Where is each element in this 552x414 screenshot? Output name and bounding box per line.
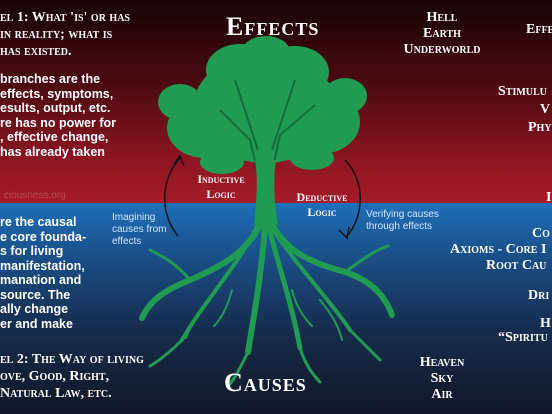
right-bottom-item-2: Axioms - Core I xyxy=(450,242,547,257)
right-bottom-item-5: H xyxy=(540,316,551,331)
effects-heading: Effects xyxy=(226,12,320,41)
hell-earth-underworld-list: Hell Earth Underworld xyxy=(403,10,481,57)
level-2-line-2: ove, Good, Right, xyxy=(0,369,110,384)
right-bottom-item-3: Root Cau xyxy=(486,258,547,273)
level-1-line-3: has existed. xyxy=(0,44,72,59)
deductive-arrow xyxy=(344,159,361,237)
deductive-logic-label: Deductive Logic xyxy=(296,190,348,219)
right-bottom-item-1: Co xyxy=(532,226,550,241)
right-top-item-2: Stimulu xyxy=(498,84,547,99)
right-top-item-4: Phy xyxy=(528,120,552,135)
inductive-logic-label: Inductive Logic xyxy=(197,172,245,201)
right-bottom-item-4: Dri xyxy=(528,288,550,303)
tree-trunk xyxy=(254,160,278,225)
watermark: ciousness.org xyxy=(4,190,66,201)
verifying-causes-note: Verifying causes through effects xyxy=(366,209,439,232)
tree-roots xyxy=(139,217,395,386)
causes-heading: Causes xyxy=(224,368,307,397)
level-2-line-3: Natural Law, etc. xyxy=(0,386,112,401)
heaven-sky-air-list: Heaven Sky Air xyxy=(419,355,465,402)
inductive-arrow xyxy=(164,157,181,237)
level-2-label: el 2: The Way of living xyxy=(0,352,144,367)
causes-band xyxy=(0,203,552,414)
imagining-causes-note: Imagining causes from effects xyxy=(112,212,167,247)
right-bottom-item-6: “Spiritu xyxy=(498,330,548,345)
right-top-item-1: Effe xyxy=(526,22,552,37)
causes-description: re the causal e core founda- s for livin… xyxy=(0,215,87,331)
tree-canopy xyxy=(158,36,367,174)
right-top-item-3: V xyxy=(540,102,551,117)
level-1-label: el 1: What 'is' or has xyxy=(0,10,130,25)
effects-description: branches are the effects, symptoms, esul… xyxy=(0,72,116,159)
right-top-item-5: I xyxy=(546,190,552,205)
level-1-line-2: in reality; what is xyxy=(0,27,113,42)
